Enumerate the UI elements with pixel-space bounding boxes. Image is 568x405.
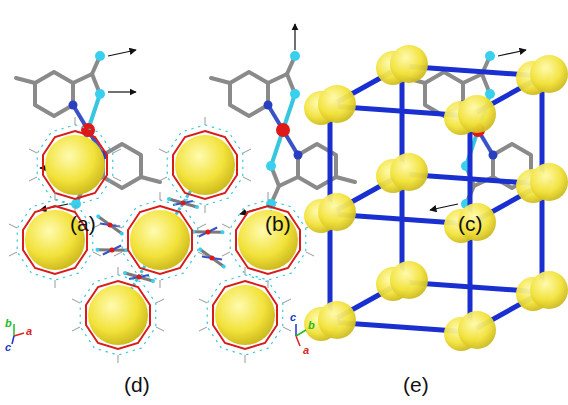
axis-label: a [303, 345, 309, 356]
axis-label: b [308, 320, 315, 331]
axis-label: b [5, 318, 12, 329]
cluster-sphere [390, 261, 428, 299]
cluster-sphere [530, 55, 568, 93]
panel-label: (b) [265, 213, 291, 234]
cluster-sphere [530, 163, 568, 201]
panel-label: (c) [458, 213, 483, 234]
cluster-sphere [390, 45, 428, 83]
cluster-sphere [458, 95, 496, 133]
cluster-sphere [530, 271, 568, 309]
cluster-sphere [458, 203, 496, 241]
panel-label: (e) [403, 374, 429, 395]
axis-label: c [290, 312, 296, 323]
cluster-sphere [390, 153, 428, 191]
panel-label: (a) [70, 213, 96, 234]
axis-label: a [26, 326, 32, 337]
cluster-sphere [458, 311, 496, 349]
panel-label: (d) [124, 374, 150, 395]
cluster-sphere [318, 85, 356, 123]
axis-label: c [5, 342, 11, 353]
cluster-sphere [318, 301, 356, 339]
cluster-sphere [318, 193, 356, 231]
